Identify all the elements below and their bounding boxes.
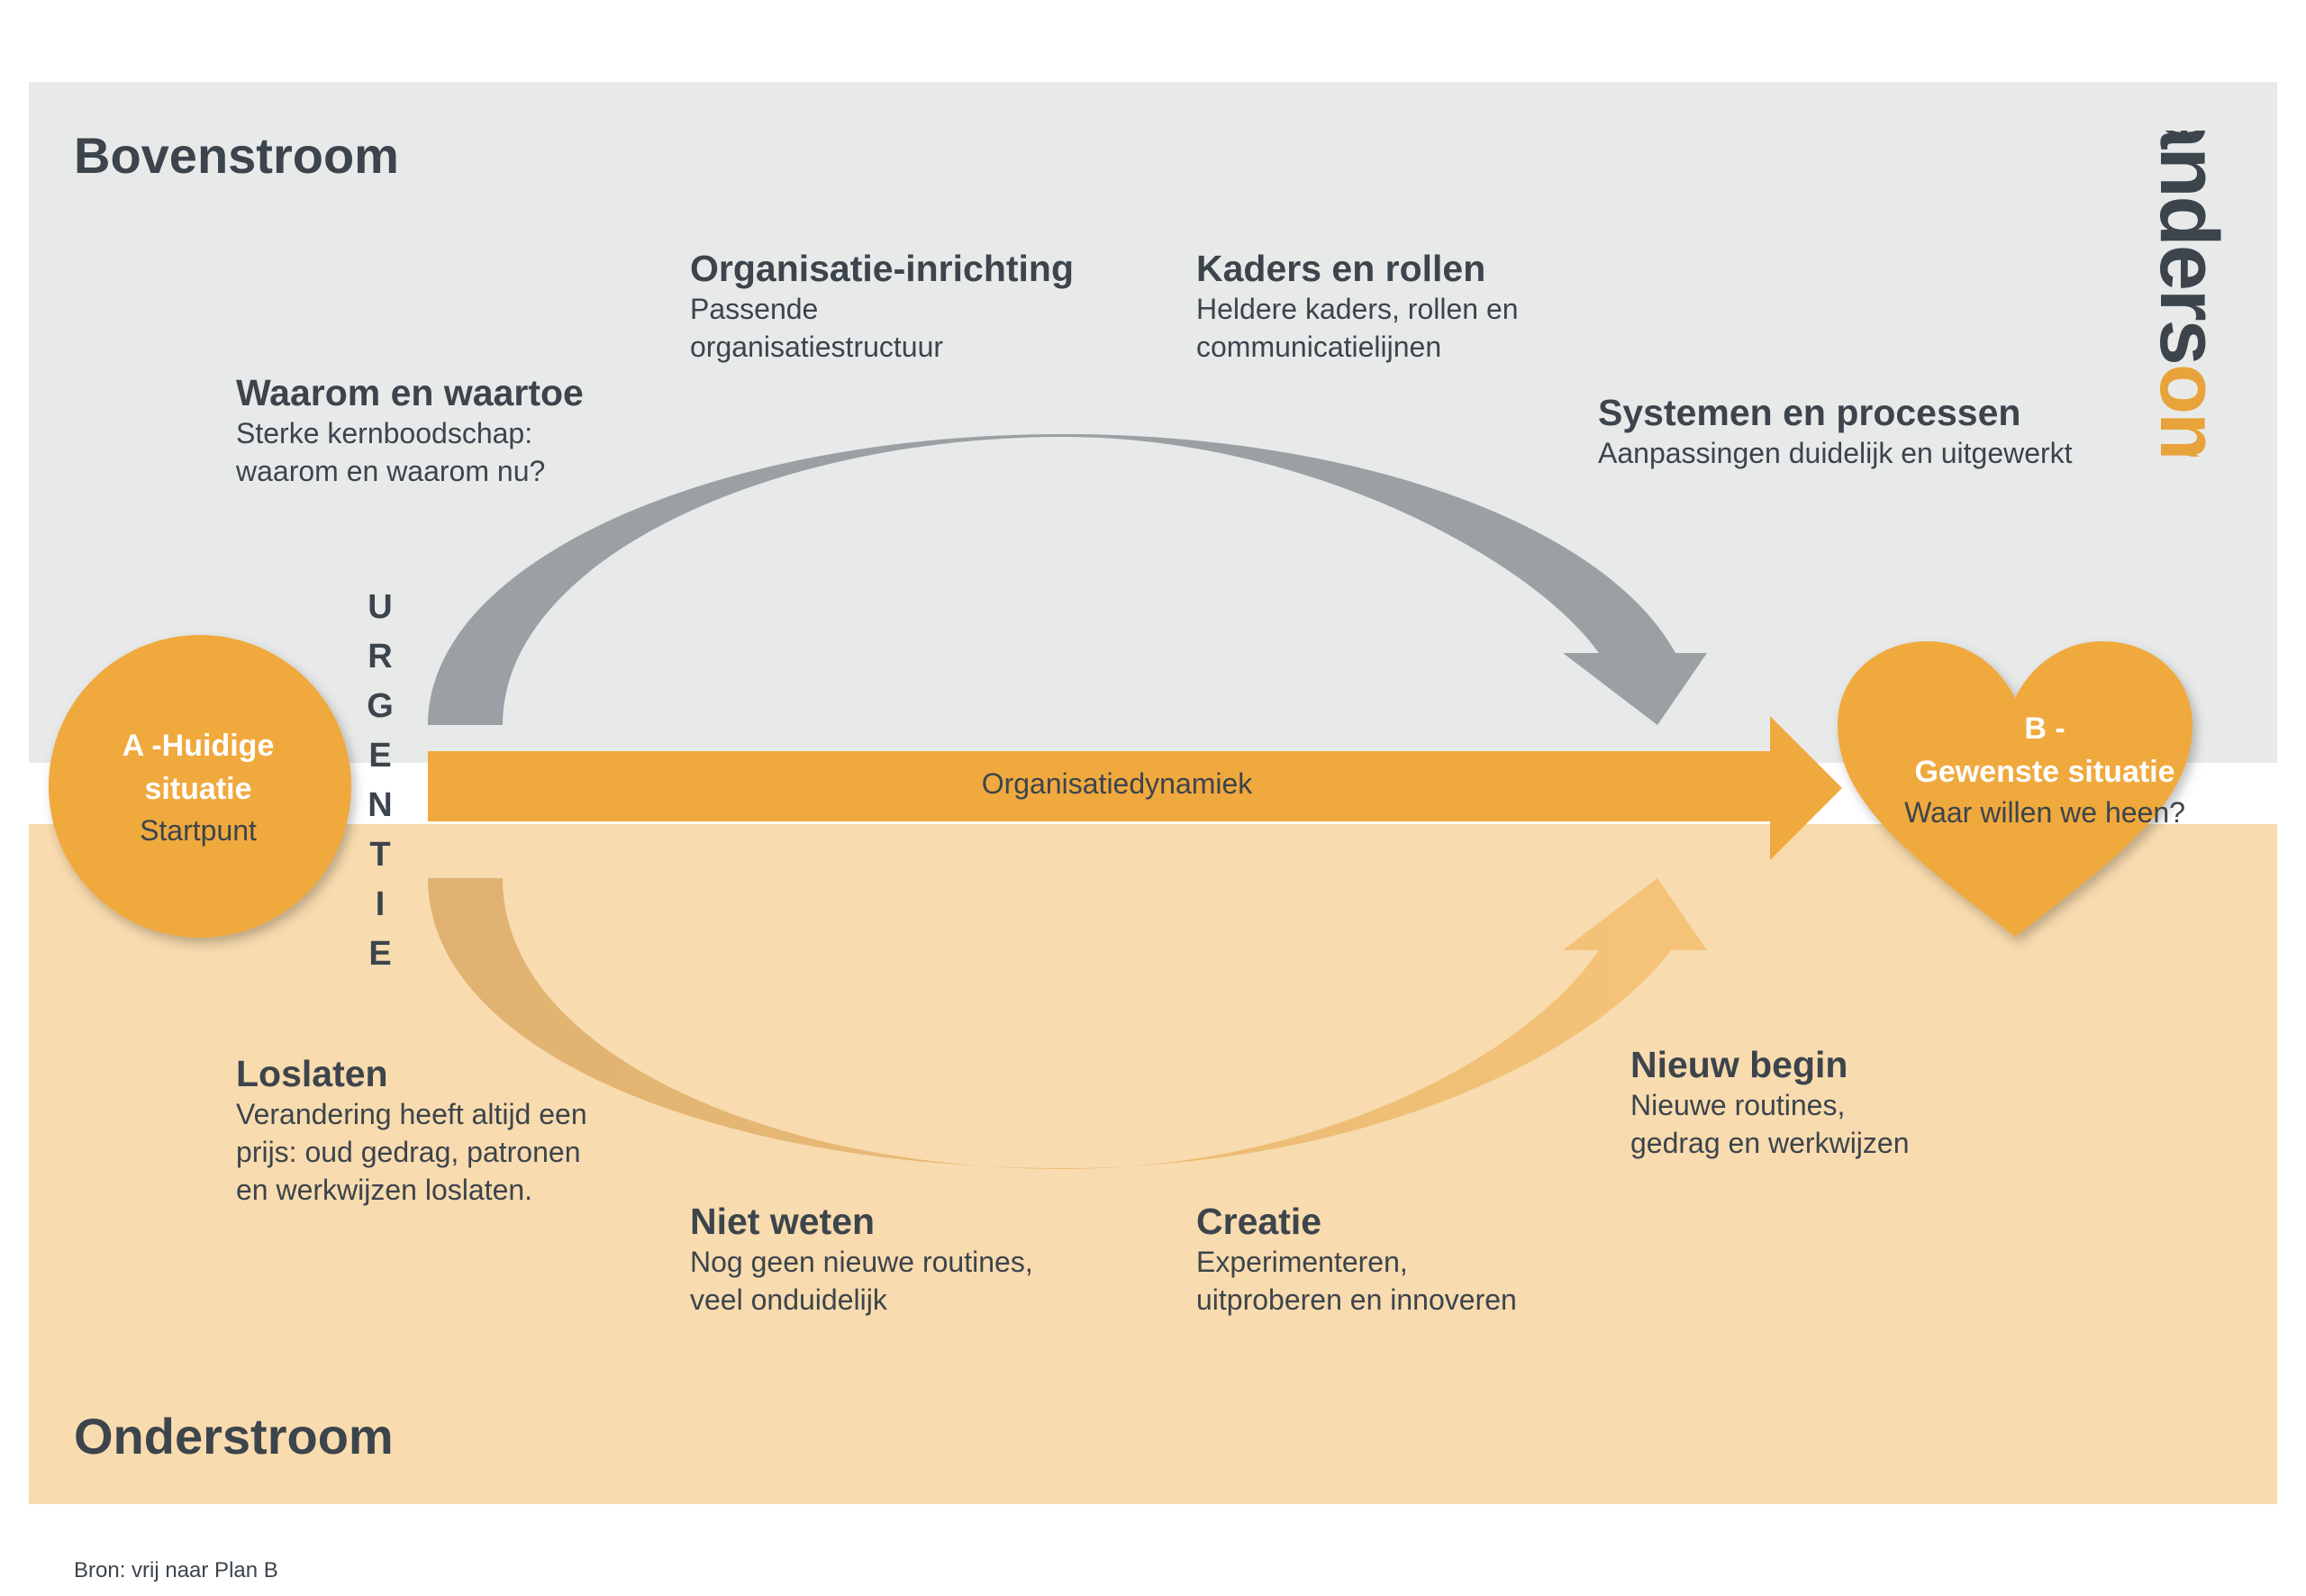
urgency-letter: T bbox=[369, 836, 391, 874]
upper-curved-arrow bbox=[428, 434, 1707, 725]
block-heading: Loslaten bbox=[236, 1053, 388, 1094]
block-text: Verandering heeft altijd een prijs: oud … bbox=[236, 1098, 587, 1206]
start-title: A -Huidige situatie bbox=[122, 729, 275, 806]
urgency-letter: E bbox=[368, 935, 392, 973]
source-note: Bron: vrij naar Plan B bbox=[74, 1558, 278, 1582]
under-current-band bbox=[29, 824, 2277, 1504]
start-subtitle: Startpunt bbox=[140, 814, 257, 847]
block-text: Experimenteren, uitproberen en innoveren bbox=[1196, 1246, 1517, 1316]
block-kaders: Kaders en rollen Heldere kaders, rollen … bbox=[1196, 247, 1519, 366]
logo-part-main: anders bbox=[2143, 131, 2235, 364]
main-arrow bbox=[428, 716, 1842, 860]
urgency-letter: R bbox=[368, 638, 393, 676]
goal-title: B - Gewenste situatie bbox=[1914, 712, 2175, 789]
block-heading: Creatie bbox=[1196, 1201, 1322, 1242]
block-niet-weten: Niet weten Nog geen nieuwe routines, vee… bbox=[690, 1200, 1033, 1319]
start-circle bbox=[49, 635, 351, 938]
goal-heart bbox=[1838, 641, 2193, 937]
start-situation: A -Huidige situatie Startpunt bbox=[54, 724, 342, 850]
block-text: Passende organisatiestructuur bbox=[690, 293, 944, 363]
zone-label-top: Bovenstroom bbox=[74, 127, 399, 184]
urgency-letter: U bbox=[368, 588, 393, 626]
block-waarom: Waarom en waartoe Sterke kernboodschap: … bbox=[236, 371, 584, 490]
main-arrow-label: Organisatiedynamiek bbox=[981, 767, 1253, 800]
block-loslaten: Loslaten Verandering heeft altijd een pr… bbox=[236, 1052, 587, 1209]
logo-part-accent: om bbox=[2143, 364, 2235, 457]
block-heading: Kaders en rollen bbox=[1196, 248, 1486, 289]
block-text: Sterke kernboodschap: waarom en waarom n… bbox=[236, 417, 546, 487]
block-text: Nieuwe routines, gedrag en werkwijzen bbox=[1630, 1089, 1910, 1159]
andersom-logo: andersom bbox=[2143, 131, 2235, 457]
block-heading: Organisatie-inrichting bbox=[690, 248, 1074, 289]
urgency-letter: I bbox=[375, 885, 386, 923]
goal-situation: B - Gewenste situatie Waar willen we hee… bbox=[1847, 707, 2243, 831]
block-creatie: Creatie Experimenteren, uitproberen en i… bbox=[1196, 1200, 1517, 1319]
block-text: Heldere kaders, rollen en communicatieli… bbox=[1196, 293, 1519, 363]
block-heading: Systemen en processen bbox=[1598, 392, 2021, 433]
block-heading: Nieuw begin bbox=[1630, 1044, 1848, 1085]
block-text: Aanpassingen duidelijk en uitgewerkt bbox=[1598, 437, 2073, 469]
block-text: Nog geen nieuwe routines, veel onduideli… bbox=[690, 1246, 1033, 1316]
zone-label-bottom: Onderstroom bbox=[74, 1408, 394, 1465]
block-systemen: Systemen en processen Aanpassingen duide… bbox=[1598, 391, 2073, 472]
goal-subtitle: Waar willen we heen? bbox=[1904, 796, 2185, 829]
urgency-letter: E bbox=[368, 737, 392, 775]
block-nieuw-begin: Nieuw begin Nieuwe routines, gedrag en w… bbox=[1630, 1043, 1910, 1162]
lower-curved-arrow bbox=[428, 878, 1707, 1169]
block-heading: Niet weten bbox=[690, 1201, 876, 1242]
svg-text:andersom: andersom bbox=[2143, 131, 2235, 457]
block-organisatie-inrichting: Organisatie-inrichting Passende organisa… bbox=[690, 247, 1074, 366]
urgency-letter: N bbox=[368, 786, 393, 824]
urgency-letter: G bbox=[367, 687, 394, 725]
block-heading: Waarom en waartoe bbox=[236, 372, 584, 413]
